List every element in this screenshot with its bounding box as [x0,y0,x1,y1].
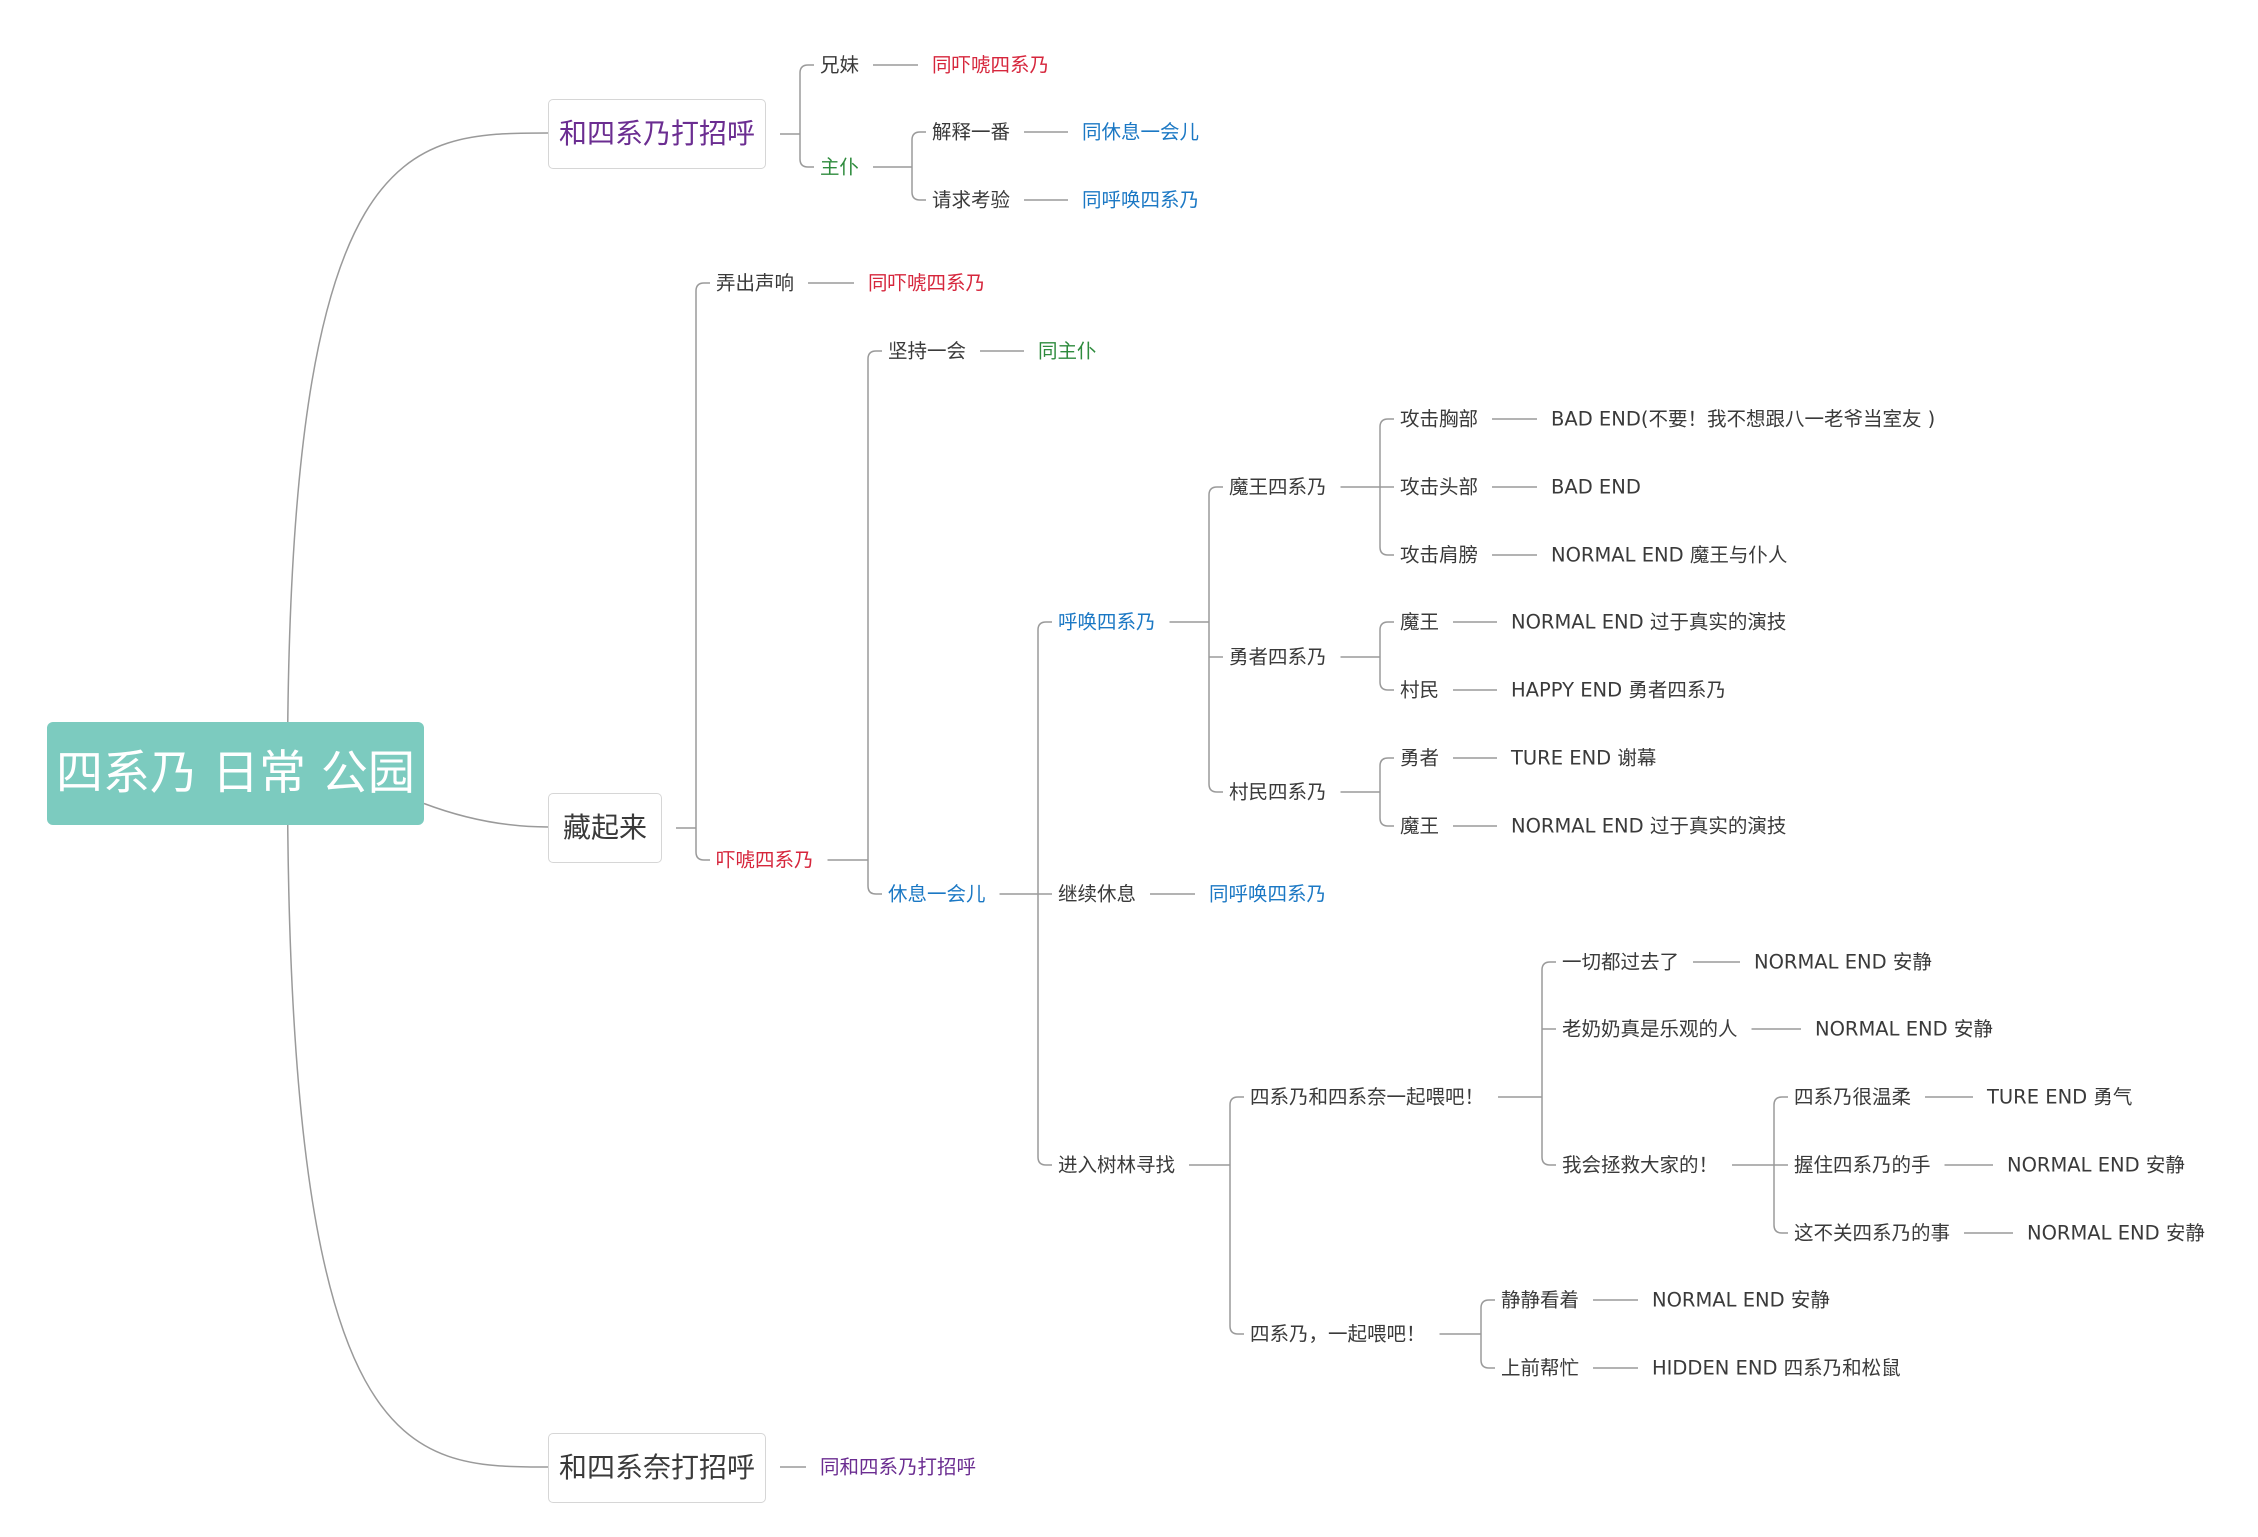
topic-f4a[interactable]: NORMAL END 过于真实的演技 [1511,610,1787,634]
topic-f6a[interactable]: TURE END 谢幕 [1511,746,1657,770]
topic-f2a[interactable]: BAD END [1551,475,1641,499]
topic-j1a[interactable]: NORMAL END 安静 [1652,1288,1830,1312]
topic-c1a[interactable]: 同主仆 [1038,339,1097,363]
connector-b1a [799,64,814,74]
topic-i2a[interactable]: NORMAL END 安静 [2007,1153,2185,1177]
connector-f1 [1379,418,1394,428]
topic-j1[interactable]: 静静看着 [1501,1288,1580,1312]
connector-root-b2 [423,802,549,828]
topic-i3[interactable]: 这不关四系乃的事 [1794,1221,1951,1245]
connector-g1 [1229,1096,1244,1106]
topic-f4[interactable]: 魔王 [1400,610,1440,634]
topic-i3a[interactable]: NORMAL END 安静 [2027,1221,2205,1245]
connector-h1 [1541,961,1556,971]
main-topic-b2[interactable]: 藏起来 [548,793,662,863]
topic-b2a[interactable]: 弄出声响 [716,271,795,295]
connector-c1 [867,350,882,360]
topic-e3[interactable]: 村民四系乃 [1229,780,1327,804]
topic-b1b1a[interactable]: 同休息一会儿 [1082,120,1200,144]
connector-j1 [1480,1299,1495,1309]
connector-f3 [1379,546,1394,556]
topic-d2a[interactable]: 同呼唤四系乃 [1209,882,1327,906]
connector-root-b1 [286,132,549,774]
topic-d3[interactable]: 进入树林寻找 [1058,1153,1176,1177]
topic-h1a[interactable]: NORMAL END 安静 [1754,950,1932,974]
topic-b1a1[interactable]: 同吓唬四系乃 [932,53,1050,77]
topic-f1[interactable]: 攻击胸部 [1400,407,1479,431]
connector-i3 [1773,1224,1788,1234]
topic-e2[interactable]: 勇者四系乃 [1229,645,1327,669]
connector-f5 [1379,681,1394,691]
topic-b1b[interactable]: 主仆 [820,155,860,179]
topic-h3[interactable]: 我会拯救大家的！ [1562,1153,1719,1177]
topic-e1[interactable]: 魔王四系乃 [1229,475,1327,499]
topic-b1b2a[interactable]: 同呼唤四系乃 [1082,188,1200,212]
connector-b1b [799,158,814,168]
topic-b2a1[interactable]: 同吓唬四系乃 [868,271,986,295]
topic-h1[interactable]: 一切都过去了 [1562,950,1680,974]
topic-f7[interactable]: 魔王 [1400,814,1440,838]
connector-d1 [1037,621,1052,631]
connector-e3 [1208,783,1223,793]
central-topic[interactable]: 四系乃 日常 公园 [47,722,424,825]
connector-c2 [867,885,882,895]
topic-b1a[interactable]: 兄妹 [820,53,860,77]
topic-j2a[interactable]: HIDDEN END 四系乃和松鼠 [1652,1356,1901,1380]
topic-d1[interactable]: 呼唤四系乃 [1058,610,1156,634]
connector-f7 [1379,817,1394,827]
connector-d3 [1037,1156,1052,1166]
topic-b1b2[interactable]: 请求考验 [932,188,1011,212]
connector-b2b [695,851,710,861]
topic-i1[interactable]: 四系乃很温柔 [1794,1085,1912,1109]
topic-f6[interactable]: 勇者 [1400,746,1440,770]
connector-h3 [1541,1156,1556,1166]
topic-h2a[interactable]: NORMAL END 安静 [1815,1017,1993,1041]
topic-b3a[interactable]: 同和四系乃打招呼 [820,1455,977,1479]
topic-f7a[interactable]: NORMAL END 过于真实的演技 [1511,814,1787,838]
topic-c2[interactable]: 休息一会儿 [888,882,986,906]
topic-g1[interactable]: 四系乃和四系奈一起喂吧！ [1250,1085,1485,1109]
connector-g2 [1229,1325,1244,1335]
topic-i1a[interactable]: TURE END 勇气 [1987,1085,2133,1109]
connector-b1b1 [911,131,926,141]
connector-root-b3 [286,773,549,1468]
connector-b2a [695,282,710,292]
topic-g2[interactable]: 四系乃，一起喂吧！ [1250,1322,1426,1346]
connector-f4 [1379,621,1394,631]
main-topic-b3[interactable]: 和四系奈打招呼 [548,1433,766,1503]
connector-j2 [1480,1359,1495,1369]
topic-f2[interactable]: 攻击头部 [1400,475,1479,499]
topic-c1[interactable]: 坚持一会 [888,339,967,363]
topic-h2[interactable]: 老奶奶真是乐观的人 [1562,1017,1738,1041]
topic-f5[interactable]: 村民 [1400,678,1440,702]
topic-f3[interactable]: 攻击肩膀 [1400,543,1479,567]
topic-b1b1[interactable]: 解释一番 [932,120,1011,144]
topic-b2b[interactable]: 吓唬四系乃 [716,848,814,872]
topic-f1a[interactable]: BAD END(不要！我不想跟八一老爷当室友 ) [1551,407,1936,431]
connector-e1 [1208,486,1223,496]
connector-i1 [1773,1096,1788,1106]
topic-d2[interactable]: 继续休息 [1058,882,1137,906]
connector-b1b2 [911,191,926,201]
topic-f3a[interactable]: NORMAL END 魔王与仆人 [1551,543,1788,567]
connector-f6 [1379,757,1394,767]
main-topic-b1[interactable]: 和四系乃打招呼 [548,99,766,169]
topic-j2[interactable]: 上前帮忙 [1501,1356,1580,1380]
topic-f5a[interactable]: HAPPY END 勇者四系乃 [1511,678,1726,702]
topic-i2[interactable]: 握住四系乃的手 [1794,1153,1931,1177]
